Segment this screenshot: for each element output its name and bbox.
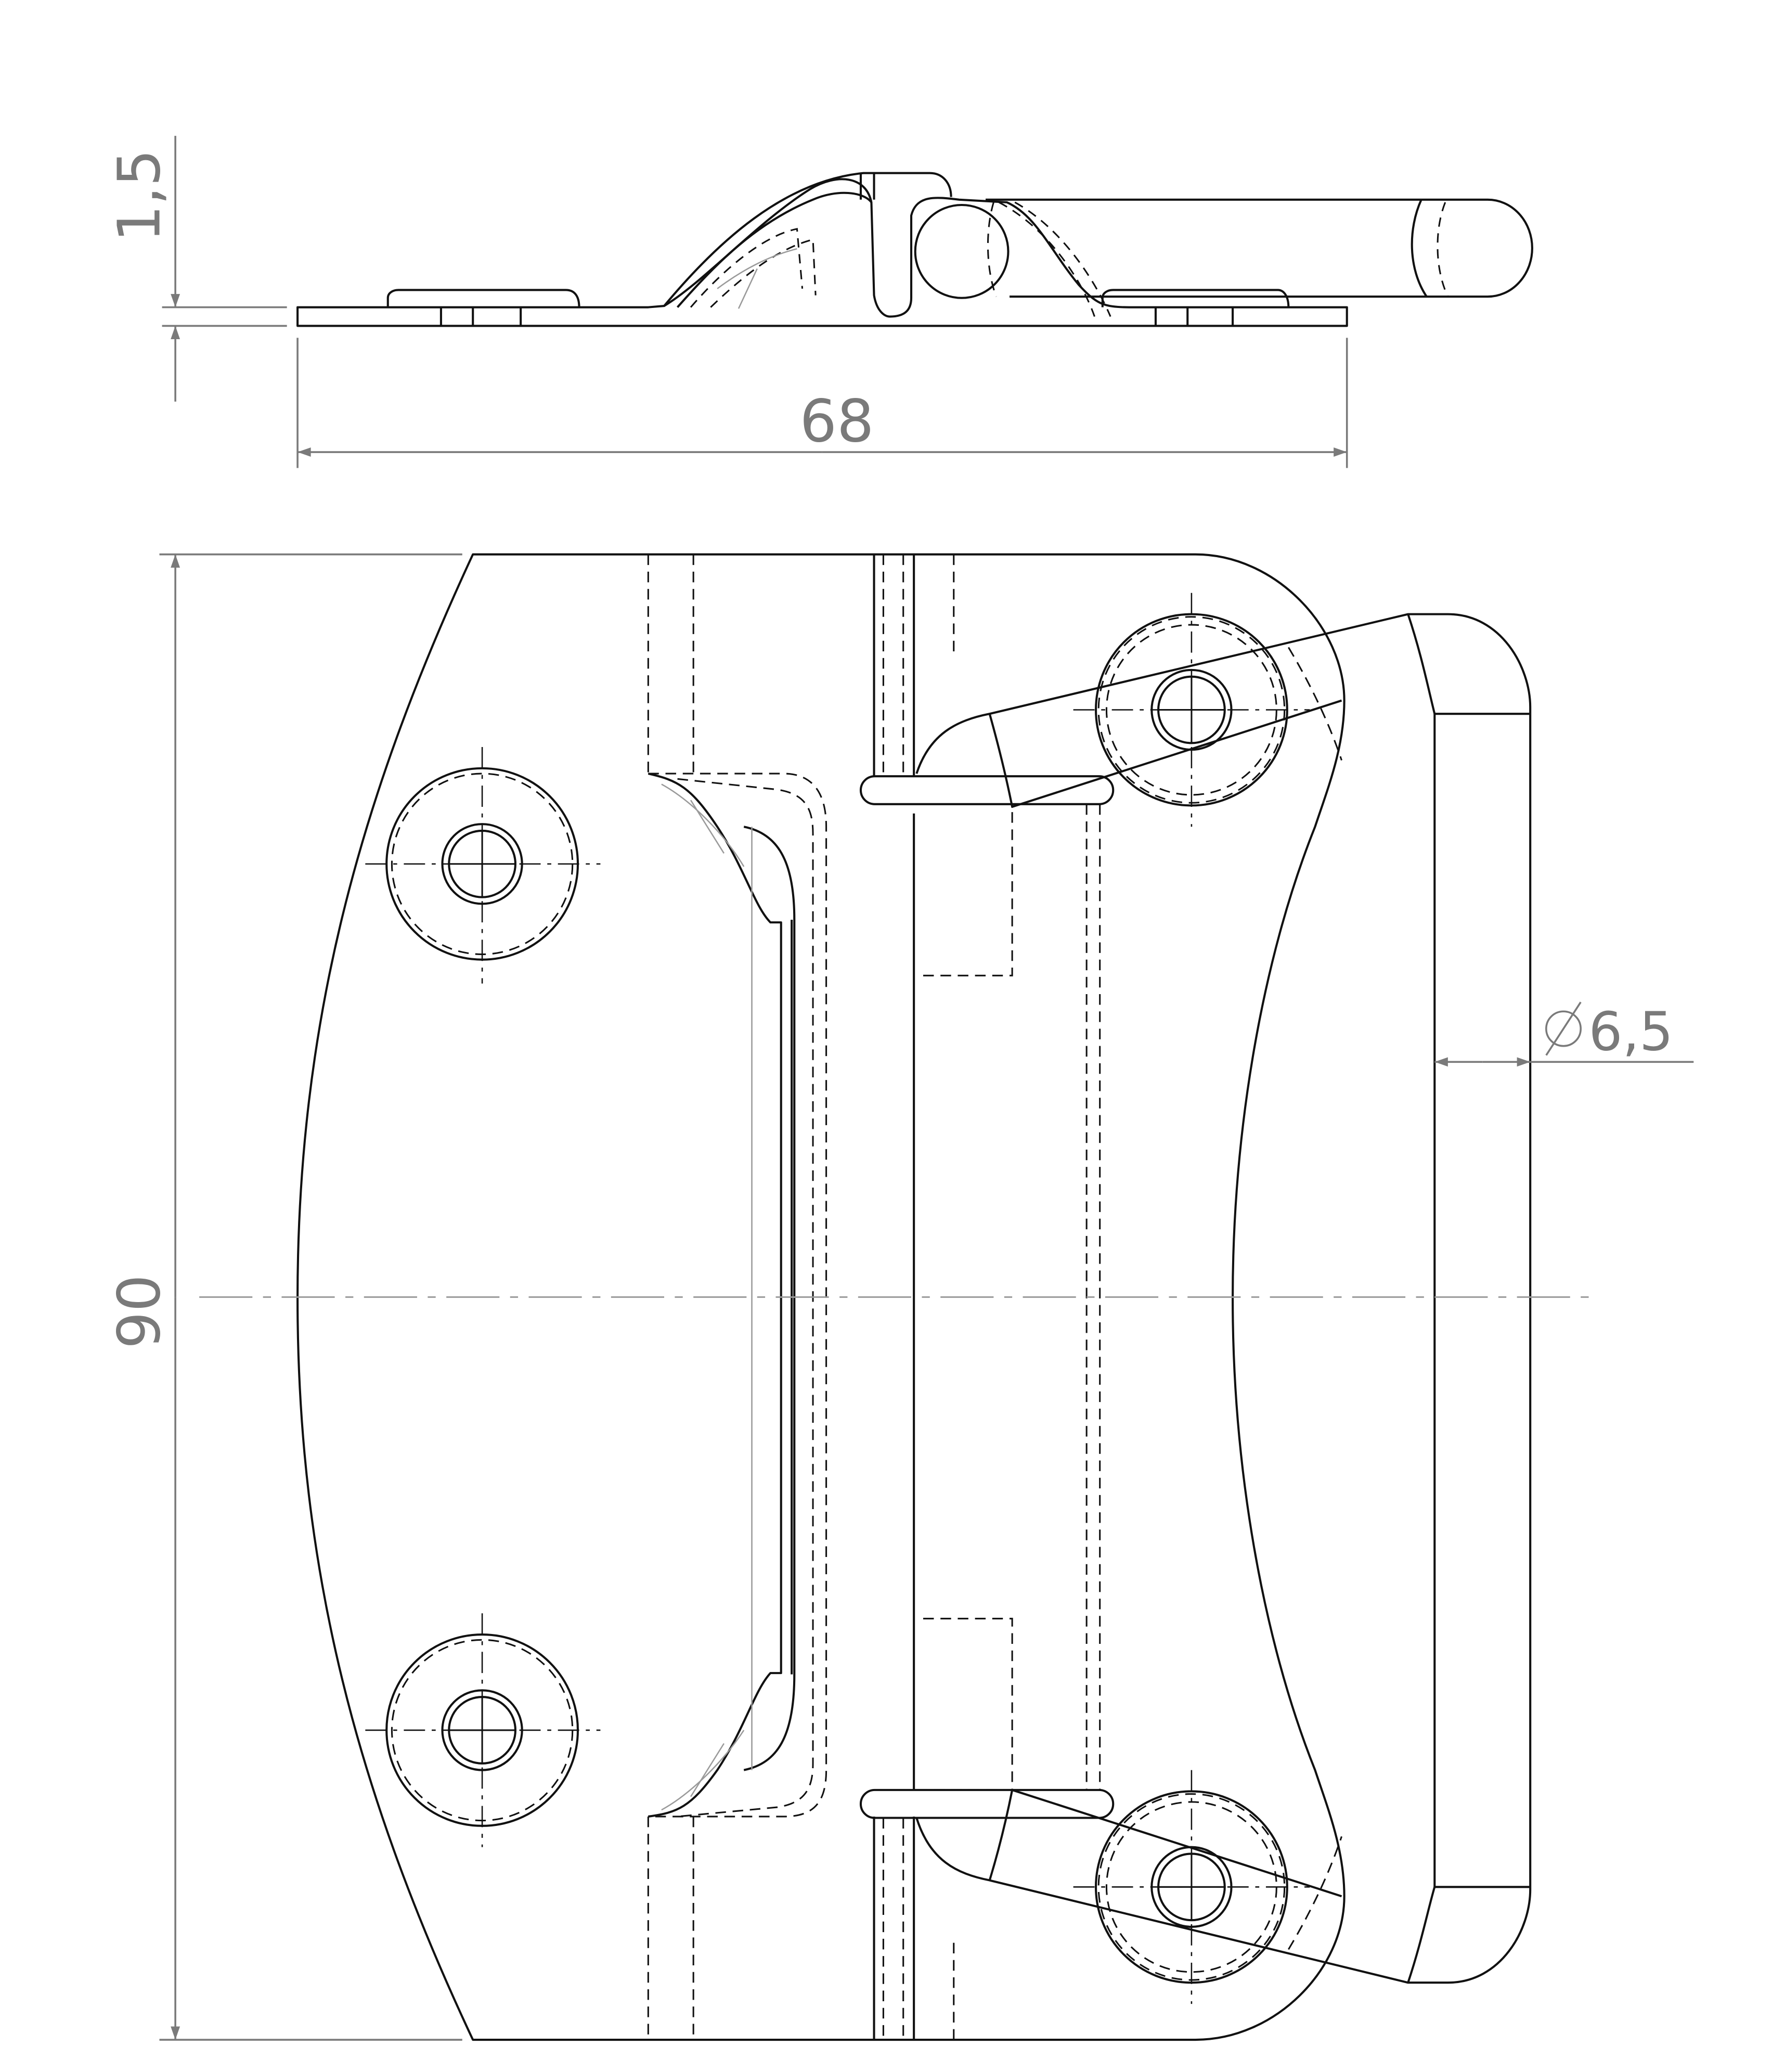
- diameter-dimension: [1434, 1001, 1694, 1067]
- side-handle-bar: [986, 198, 1533, 298]
- height-dimension: [159, 553, 462, 2041]
- diameter-label: 6,5: [1589, 1001, 1673, 1063]
- side-view: [296, 172, 1533, 327]
- hinge-pin-top: [859, 775, 1115, 805]
- side-arch: [663, 172, 952, 307]
- width-dimension: [296, 338, 1348, 468]
- thickness-label: 1,5: [105, 149, 173, 242]
- front-base-plate: [296, 553, 1346, 2041]
- thickness-dimension: [162, 136, 287, 402]
- hinge-pin-bottom: [859, 1788, 1115, 1819]
- side-base-plate: [296, 178, 1348, 327]
- diameter-symbol-icon: [1545, 1010, 1582, 1047]
- height-label: 90: [105, 1275, 173, 1349]
- width-label: 68: [800, 388, 874, 456]
- handle-top-arm: [915, 613, 1532, 1984]
